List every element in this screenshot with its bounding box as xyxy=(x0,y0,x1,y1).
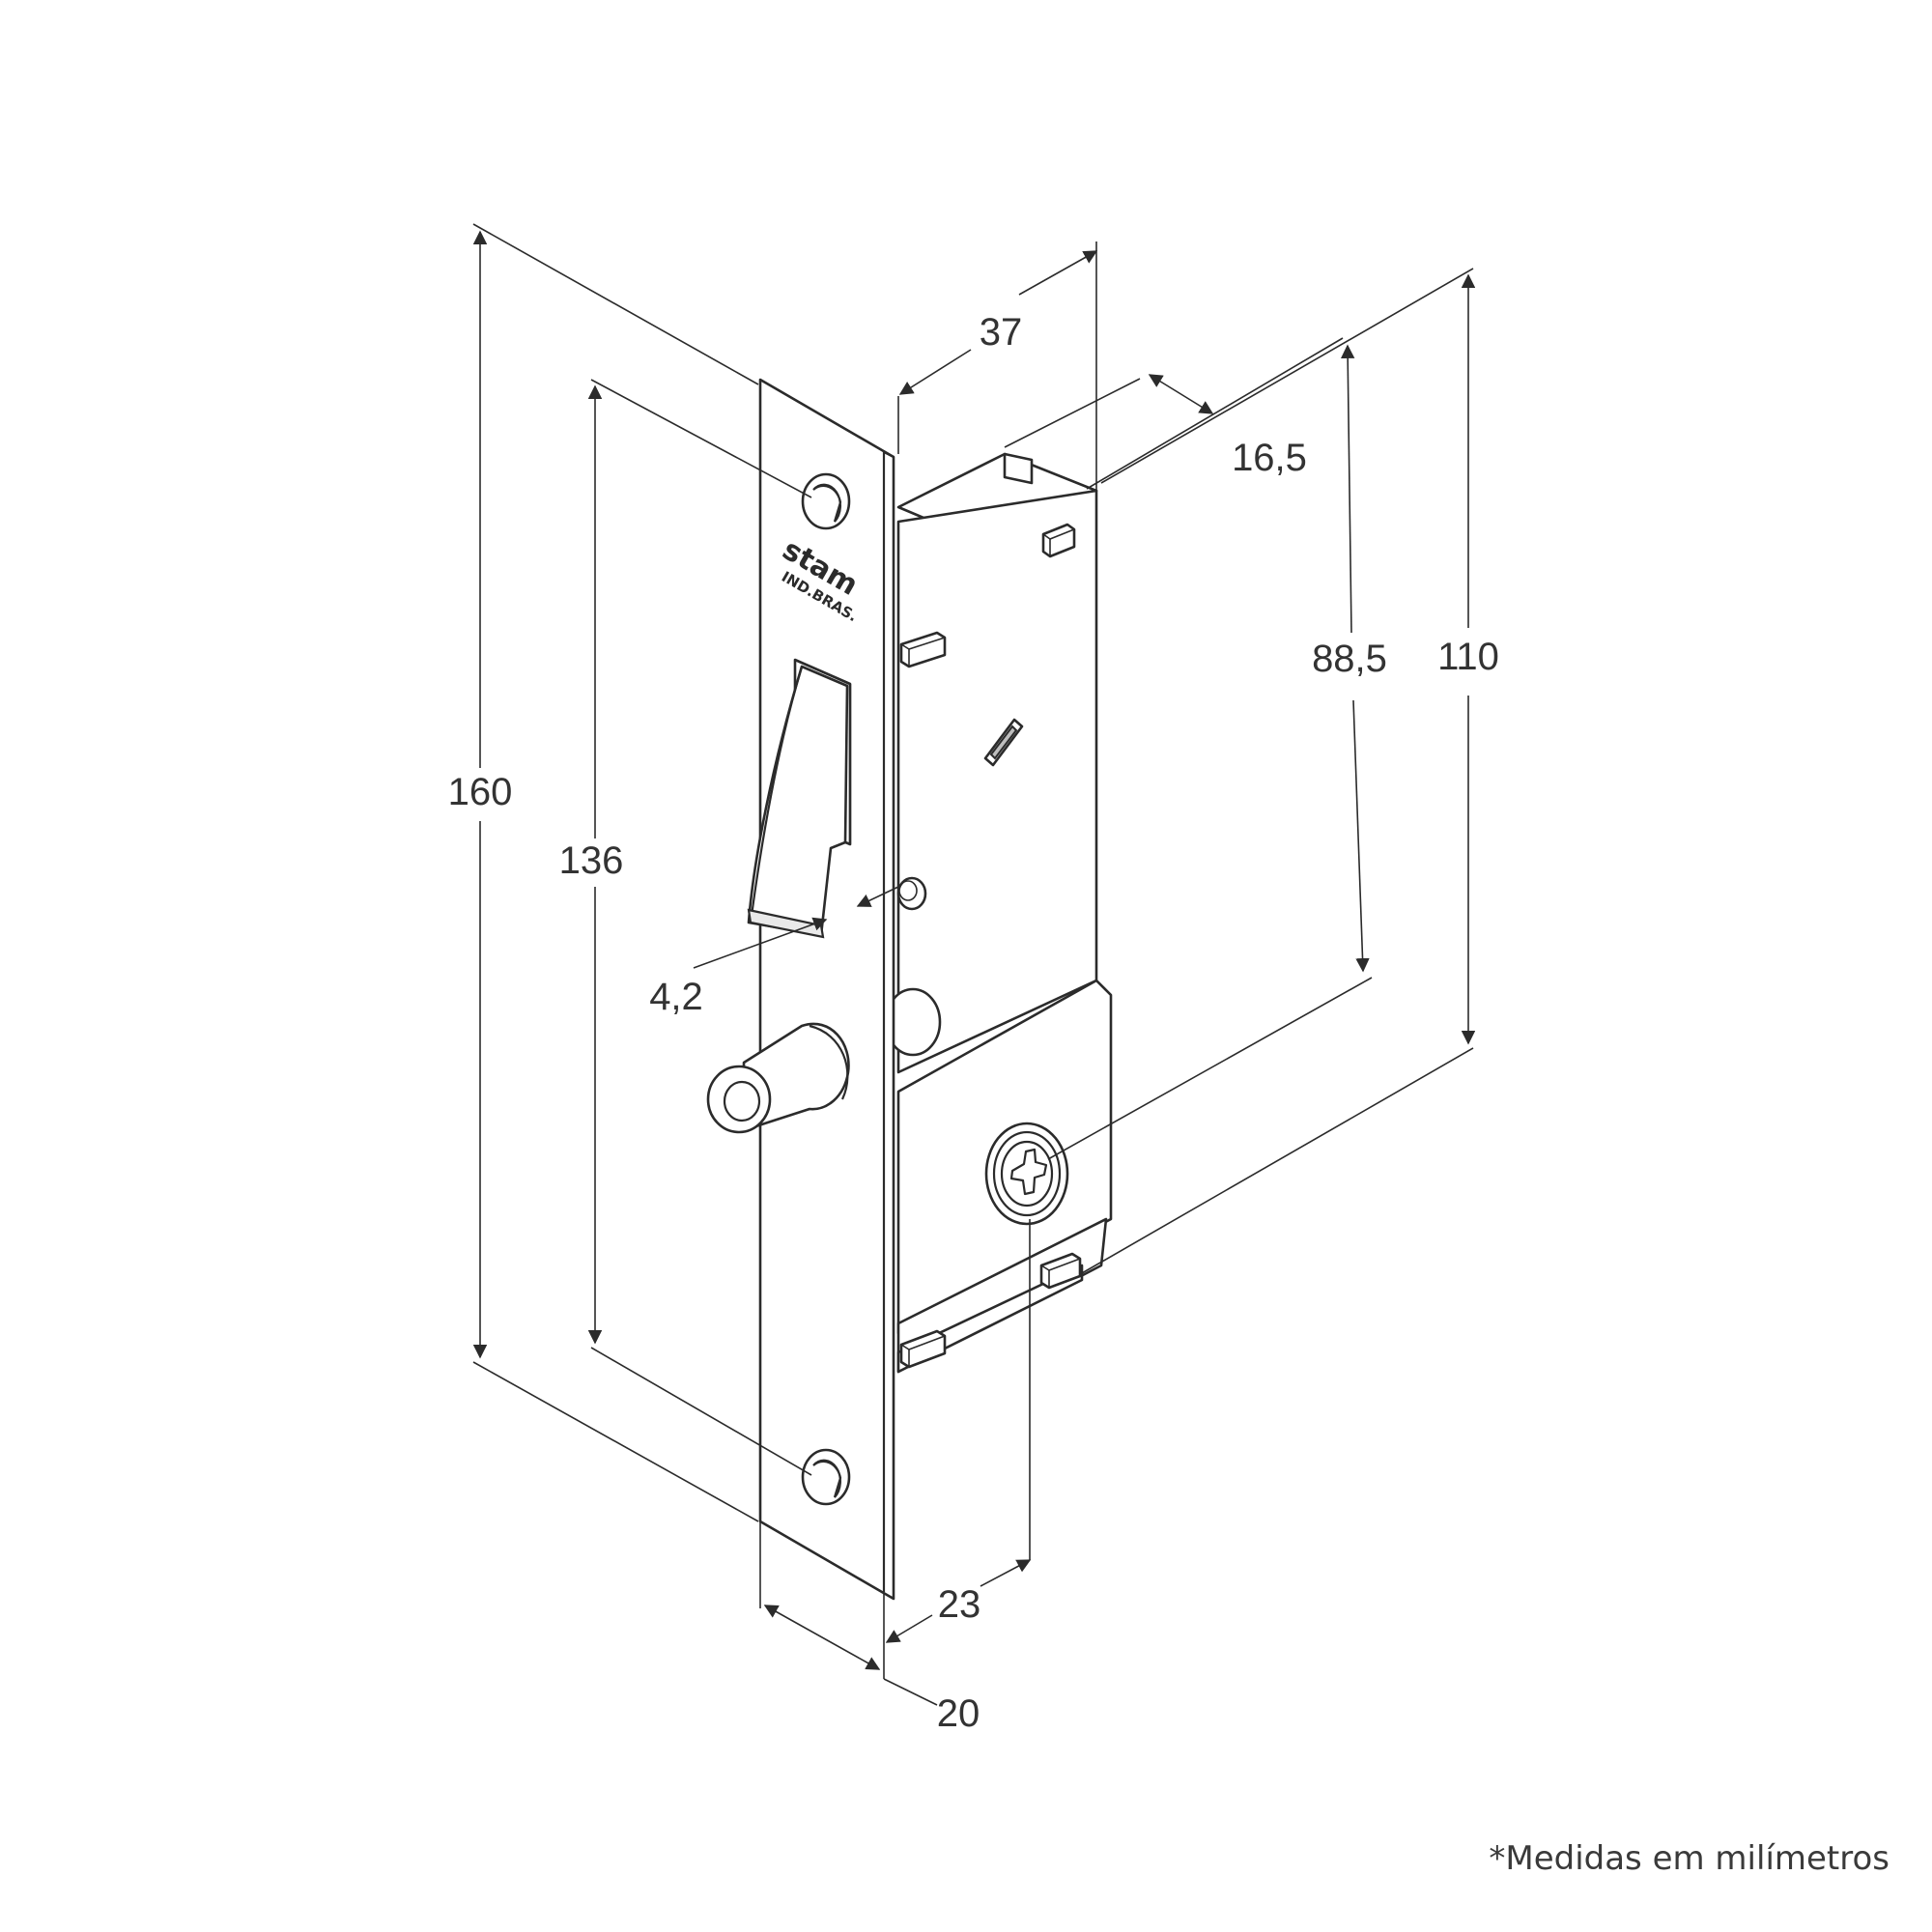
body-tab-upper-left xyxy=(899,631,947,668)
screw-hole-top xyxy=(801,472,851,530)
dimension-4-2-label: 4,2 xyxy=(649,976,703,1018)
dimension-136: 136 xyxy=(559,379,812,1476)
lock-body xyxy=(896,452,1113,1374)
dimension-16-5-label: 16,5 xyxy=(1232,437,1307,479)
units-note: *Medidas em milímetros xyxy=(1489,1839,1889,1878)
dimension-160: 160 xyxy=(448,223,759,1522)
dimension-4-2: 4,2 xyxy=(649,886,899,1018)
dimension-20-label: 20 xyxy=(937,1692,980,1735)
body-tab-upper-right xyxy=(1041,523,1076,558)
dimension-37: 37 xyxy=(897,242,1098,491)
dimension-160-label: 160 xyxy=(448,771,513,813)
dimension-136-label: 136 xyxy=(559,839,624,882)
faceplate xyxy=(758,378,895,1601)
body-rivet xyxy=(896,876,927,911)
dimension-88-5-label: 88,5 xyxy=(1312,638,1387,680)
latch-bolt xyxy=(747,658,852,939)
body-tab-lower-right xyxy=(1039,1252,1082,1290)
screw-hole-bottom xyxy=(801,1448,851,1506)
dimension-23-label: 23 xyxy=(938,1583,981,1626)
dimension-16-5: 16,5 xyxy=(1004,374,1307,479)
dimension-37-label: 37 xyxy=(980,311,1023,354)
body-tab-lower-left xyxy=(899,1329,947,1369)
body-slot xyxy=(983,718,1024,767)
key-cylinder xyxy=(984,1122,1069,1226)
dimension-88-5: 88,5 xyxy=(1047,337,1387,1160)
dimension-110-label: 110 xyxy=(1437,636,1499,678)
dimension-110: 110 xyxy=(1081,268,1499,1274)
dimension-23: 23 xyxy=(885,1219,1032,1643)
deadbolt-pin xyxy=(706,1022,850,1134)
dimension-20: 20 xyxy=(759,1521,980,1735)
